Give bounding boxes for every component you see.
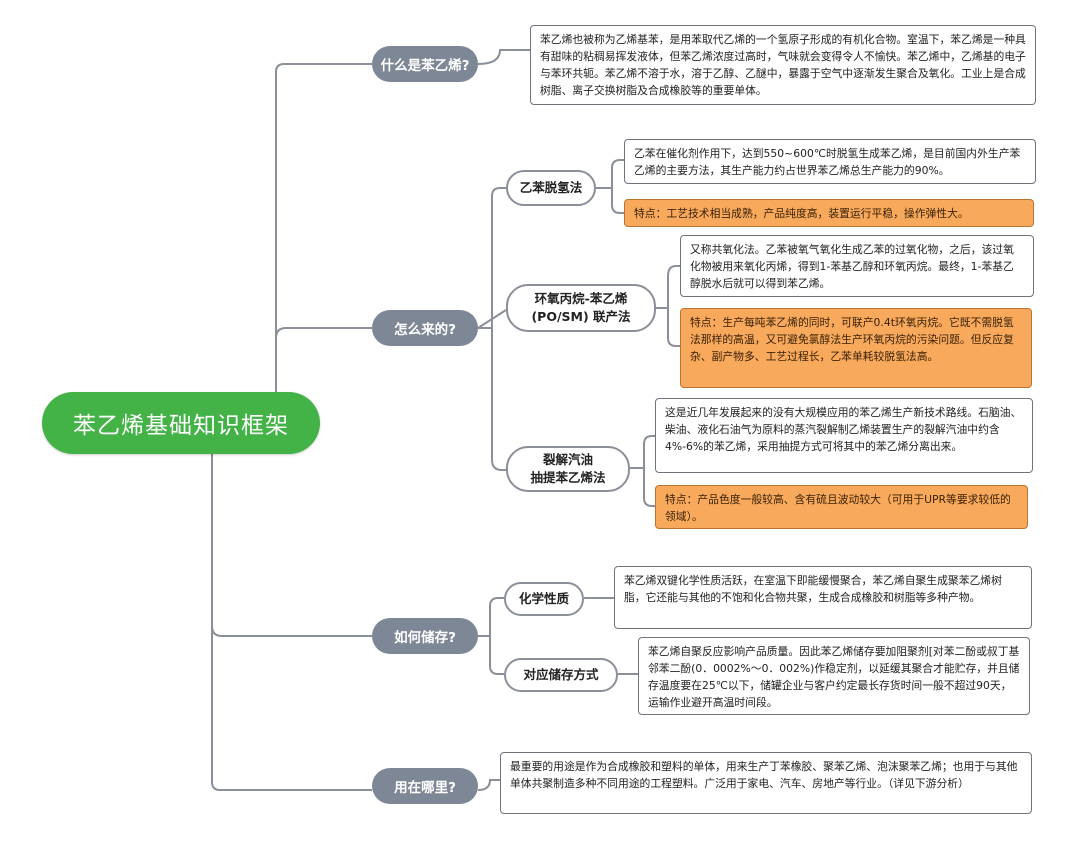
connector-what-text	[477, 49, 530, 65]
item-chemical-properties[interactable]: 化学性质	[504, 582, 584, 616]
item-storage-method[interactable]: 对应储存方式	[504, 658, 618, 692]
root-node[interactable]: 苯乙烯基础知识框架	[42, 392, 320, 454]
method-1-feature: 特点：工艺技术相当成熟，产品纯度高，装置运行平稳，操作弹性大。	[624, 199, 1034, 227]
branch-where-used[interactable]: 用在哪里?	[372, 768, 478, 804]
connector-store-i1	[478, 597, 504, 637]
connector-m3-desc	[630, 435, 655, 469]
connector-m3-feature	[643, 468, 655, 507]
connector-m1-desc	[596, 159, 624, 189]
connector-store-i2	[489, 636, 504, 675]
what-is-styrene-text: 苯乙烯也被称为乙烯基苯，是用苯取代乙烯的一个氢原子形成的有机化合物。室温下，苯乙…	[530, 25, 1036, 105]
chemical-properties-text: 苯乙烯双键化学性质活跃，在室温下即能缓慢聚合，苯乙烯自聚生成聚苯乙烯树脂，它还能…	[614, 566, 1032, 629]
connector-root-bottom	[211, 454, 372, 791]
storage-method-text: 苯乙烯自聚反应影响产品质量。因此苯乙烯储存要加阻聚剂[对苯二酚或叔丁基邻苯二酚(…	[638, 637, 1030, 715]
branch-how-stored[interactable]: 如何储存?	[372, 618, 478, 654]
method-ethylbenzene-dehydrogenation[interactable]: 乙苯脱氢法	[506, 170, 596, 206]
method-2-feature: 特点：生产每吨苯乙烯的同时，可联产0.4t环氧丙烷。它既不需脱氢法那样的高温，又…	[680, 308, 1032, 388]
connector-m2-desc	[656, 265, 680, 309]
connector-how-m1	[478, 187, 506, 329]
method-po-sm-coproduction[interactable]: 环氧丙烷-苯乙烯 (PO/SM) 联产法	[506, 284, 656, 332]
connector-how-m2	[477, 309, 507, 329]
method-3-feature: 特点：产品色度一般较高、含有硫且波动较大（可用于UPR等要求较低的领域）。	[655, 485, 1028, 529]
method-1-description: 乙苯在催化剂作用下，达到550~600℃时脱氢生成苯乙烯，是目前国内外生产苯乙烯…	[624, 139, 1036, 184]
where-used-text: 最重要的用途是作为合成橡胶和塑料的单体，用来生产丁苯橡胶、聚苯乙烯、泡沫聚苯乙烯…	[500, 752, 1032, 814]
connector-root-top	[275, 63, 372, 392]
connector-root-how	[275, 327, 372, 392]
branch-what-is-styrene[interactable]: 什么是苯乙烯?	[372, 46, 478, 82]
method-pyrolysis-gasoline-extraction[interactable]: 裂解汽油 抽提苯乙烯法	[506, 446, 630, 492]
method-3-description: 这是近几年发展起来的没有大规模应用的苯乙烯生产新技术路线。石脑油、柴油、液化石油…	[655, 398, 1033, 473]
connector-m2-feature	[667, 308, 680, 347]
connector-how-m3	[491, 328, 506, 471]
connector-root-store	[211, 625, 372, 637]
method-2-description: 又称共氧化法。乙苯被氧气氧化生成乙苯的过氧化物，之后，该过氧化物被用来氧化丙烯，…	[680, 235, 1034, 297]
branch-how-produced[interactable]: 怎么来的?	[372, 310, 478, 346]
connector-m1-feature	[611, 188, 624, 214]
connector-use-text	[477, 779, 500, 791]
